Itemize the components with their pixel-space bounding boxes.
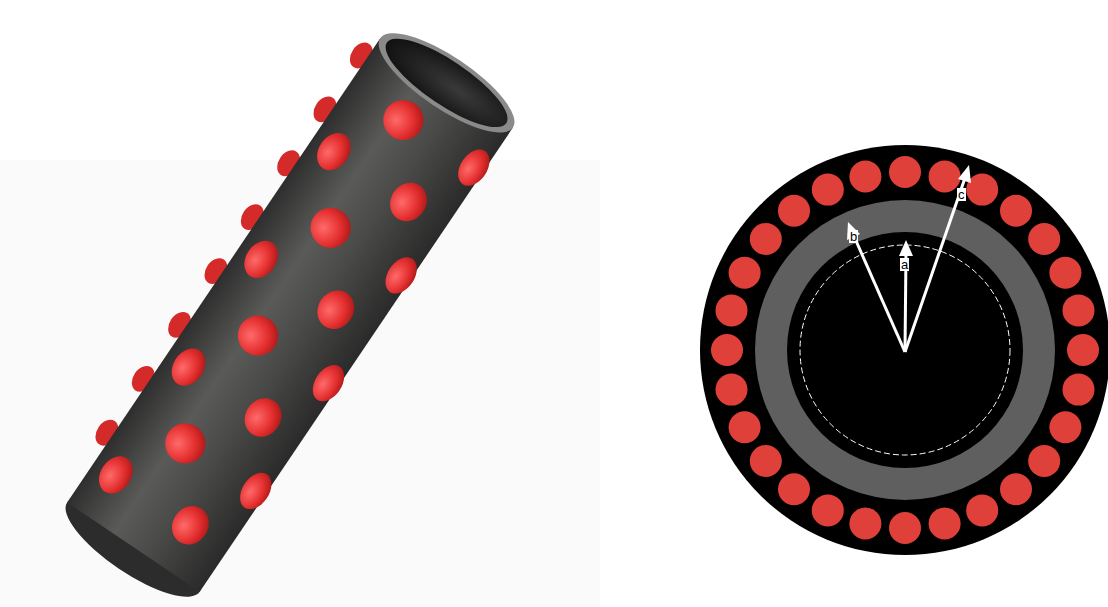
particle <box>1049 411 1081 443</box>
particle <box>310 127 357 177</box>
particle <box>1028 445 1060 477</box>
particle <box>849 161 881 193</box>
particle-border <box>747 220 785 258</box>
particle-border <box>1060 291 1098 329</box>
particle <box>1000 195 1032 227</box>
particle <box>165 499 217 552</box>
particle <box>750 445 782 477</box>
particle-border <box>997 470 1035 508</box>
particle <box>729 411 761 443</box>
particle <box>92 450 139 500</box>
particle <box>812 494 844 526</box>
cross-section <box>700 145 1108 555</box>
particle-border <box>713 371 751 409</box>
particle-border <box>886 509 924 547</box>
particle-border <box>726 408 764 446</box>
particle <box>165 342 212 392</box>
particle <box>889 512 921 544</box>
particle <box>889 156 921 188</box>
particle <box>929 508 961 540</box>
particle <box>310 283 362 336</box>
particle <box>1028 223 1060 255</box>
particle <box>237 391 289 444</box>
particle-border <box>713 291 751 329</box>
particle-border <box>926 505 964 543</box>
particle <box>383 175 435 228</box>
particle <box>1067 334 1099 366</box>
arrow-label: c <box>957 188 966 201</box>
particle <box>1049 257 1081 289</box>
tube <box>39 8 530 607</box>
particle <box>376 92 432 148</box>
particle <box>729 257 761 289</box>
particle-border <box>809 171 847 209</box>
particle <box>237 234 284 284</box>
particle <box>849 508 881 540</box>
particle <box>1063 374 1095 406</box>
particle-border <box>1025 220 1063 258</box>
particle <box>966 494 998 526</box>
particle-border <box>747 442 785 480</box>
particle-border <box>886 153 924 191</box>
particle <box>778 473 810 505</box>
particle <box>929 161 961 193</box>
particle-border <box>846 158 884 196</box>
particle-border <box>809 491 847 529</box>
particle <box>716 374 748 406</box>
particle <box>711 334 743 366</box>
particle <box>303 200 359 256</box>
particle-border <box>775 192 813 230</box>
particle-border <box>1046 254 1084 292</box>
particle-border <box>775 470 813 508</box>
particle <box>966 174 998 206</box>
particle-border <box>963 491 1001 529</box>
arrow-label: a <box>900 258 909 271</box>
particle <box>452 144 496 192</box>
particle <box>1063 294 1095 326</box>
particle-border <box>708 331 746 369</box>
particle <box>234 467 278 515</box>
particle-border <box>1025 442 1063 480</box>
particle <box>716 294 748 326</box>
particle <box>812 174 844 206</box>
particle <box>750 223 782 255</box>
particle-border <box>1064 331 1102 369</box>
particle <box>1000 473 1032 505</box>
particle <box>306 359 350 407</box>
particle <box>157 416 213 472</box>
particle-border <box>1046 408 1084 446</box>
particle <box>379 251 423 299</box>
particle-border <box>846 505 884 543</box>
particle-border <box>1060 371 1098 409</box>
particle-border <box>726 254 764 292</box>
radius-arrows <box>847 165 971 352</box>
particle-border <box>997 192 1035 230</box>
particle <box>230 308 286 364</box>
arrow-label: b <box>849 230 858 243</box>
particle <box>778 195 810 227</box>
